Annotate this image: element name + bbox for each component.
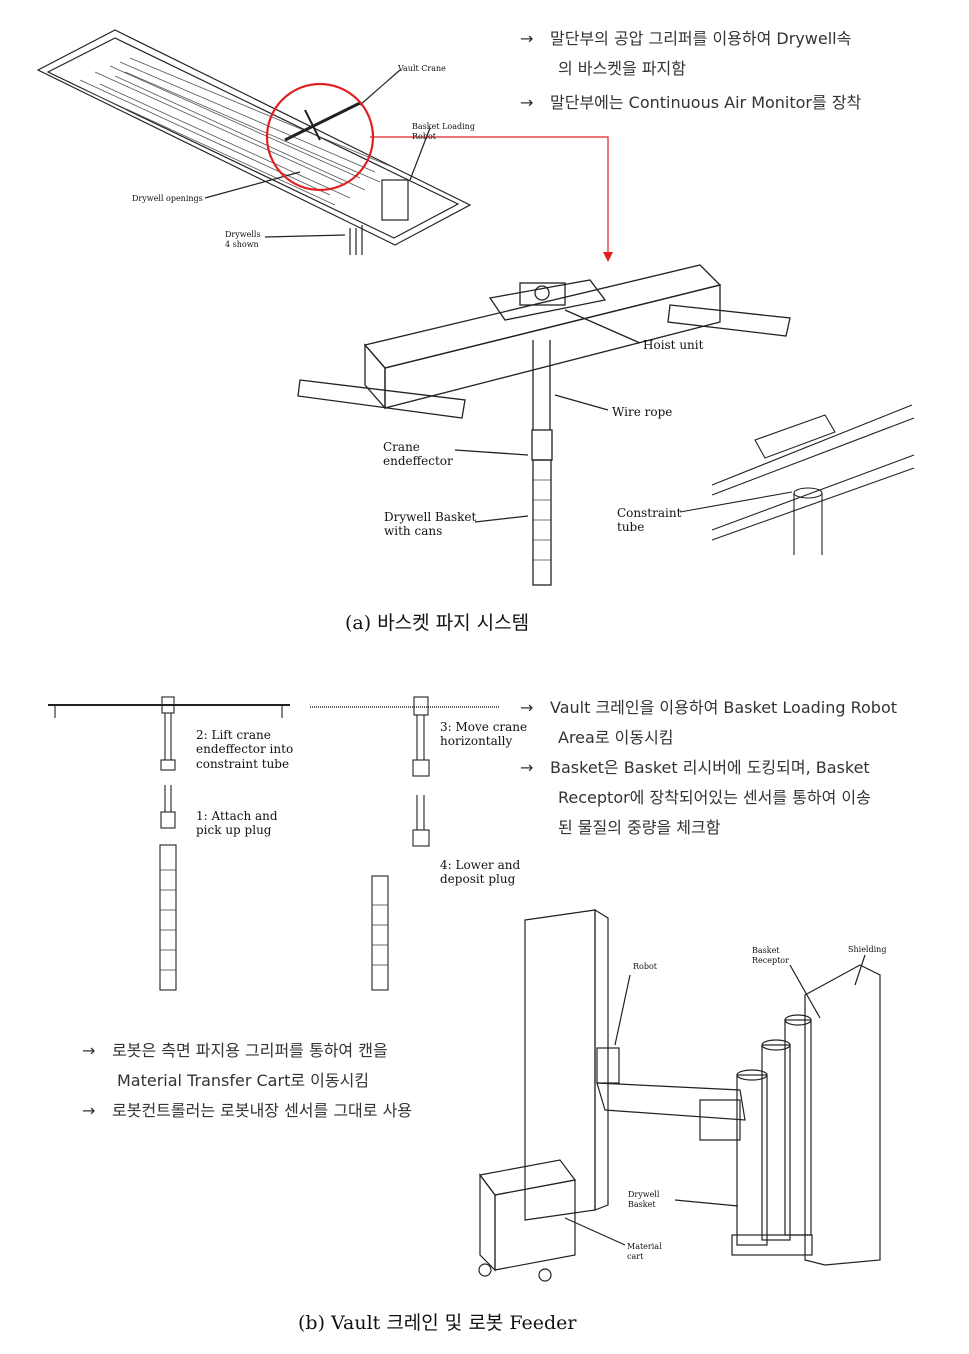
vault-deck-drawing (36, 29, 472, 255)
note-text: Vault 크레인을 이용하여 Basket Loading Robot (550, 698, 898, 717)
note-b-1: → Vault 크레인을 이용하여 Basket Loading Robot Ar… (520, 693, 960, 753)
constraint-tube-inset (679, 404, 915, 555)
label-drywell-basket-b: Drywell Basket (628, 1190, 660, 1209)
note-b-2: → Basket은 Basket 리시버에 도킹되며, Basket Recept… (520, 753, 960, 843)
note-a-1: → 말단부의 공압 그리퍼를 이용하여 Drywell속 의 바스켓을 파지함 (520, 24, 960, 84)
label-wire-rope: Wire rope (612, 405, 673, 419)
arrow-icon: → (520, 698, 534, 717)
crane-sequence-drawing (48, 696, 500, 991)
arrow-icon: → (520, 758, 534, 777)
note-text-cont: Area로 이동시킴 (558, 728, 674, 747)
note-text-cont: 된 물질의 중량을 체크함 (558, 818, 721, 837)
note-a-2: → 말단부에는 Continuous Air Monitor를 장착 (520, 88, 960, 118)
note-text: 말단부에는 Continuous Air Monitor를 장착 (550, 93, 862, 112)
note-b-3: → 로봇은 측면 파지용 그리퍼를 통하여 캔을 Material Transfe… (82, 1036, 482, 1096)
caption-b: (b) Vault 크레인 및 로봇 Feeder (298, 1312, 577, 1334)
label-step-2: 2: Lift crane endeffector into constrain… (196, 728, 294, 771)
crane-detail-drawing (297, 264, 791, 586)
note-text: 로봇컨트롤러는 로봇내장 센서를 그대로 사용 (112, 1101, 413, 1120)
arrow-icon: → (520, 29, 534, 48)
leader-arrowhead (603, 252, 613, 262)
label-robot: Robot (633, 962, 657, 971)
note-b-4: → 로봇컨트롤러는 로봇내장 센서를 그대로 사용 (82, 1096, 482, 1126)
label-step-4: 4: Lower and deposit plug (440, 858, 521, 887)
note-text-cont: 의 바스켓을 파지함 (558, 59, 686, 78)
label-step-1: 1: Attach and pick up plug (196, 809, 278, 838)
leader-arrow-line (370, 136, 609, 255)
note-text: 로봇은 측면 파지용 그리퍼를 통하여 캔을 (112, 1041, 388, 1060)
robot-feeder-drawing (478, 908, 881, 1282)
label-step-3: 3: Move crane horizontally (440, 720, 528, 749)
note-text-cont: Receptor에 장착되어있는 센서를 통하여 이송 (558, 788, 871, 807)
note-text: Basket은 Basket 리시버에 도킹되며, Basket (550, 758, 870, 777)
label-basket-loading-robot: Basket Loading Robot (412, 122, 475, 141)
note-text: 말단부의 공압 그리퍼를 이용하여 Drywell속 (550, 29, 852, 48)
label-drywell-openings: Drywell openings (132, 194, 203, 203)
label-material-cart: Material cart (627, 1242, 662, 1261)
note-text-cont: Material Transfer Cart로 이동시킴 (117, 1071, 370, 1090)
label-drywell-basket: Drywell Basket with cans (384, 510, 477, 539)
label-shielding: Shielding (848, 945, 887, 954)
label-hoist-unit: Hoist unit (643, 338, 704, 352)
label-constraint-tube: Constraint tube (617, 506, 682, 535)
arrow-icon: → (82, 1041, 96, 1060)
label-basket-receptor: Basket Receptor (752, 946, 789, 965)
label-crane-endeffector: Crane endeffector (383, 440, 453, 469)
label-drywells: Drywells 4 shown (225, 230, 261, 249)
label-vault-crane: Vault Crane (398, 64, 446, 73)
arrow-icon: → (82, 1101, 96, 1120)
arrow-icon: → (520, 93, 534, 112)
caption-a: (a) 바스켓 파지 시스템 (345, 612, 530, 634)
